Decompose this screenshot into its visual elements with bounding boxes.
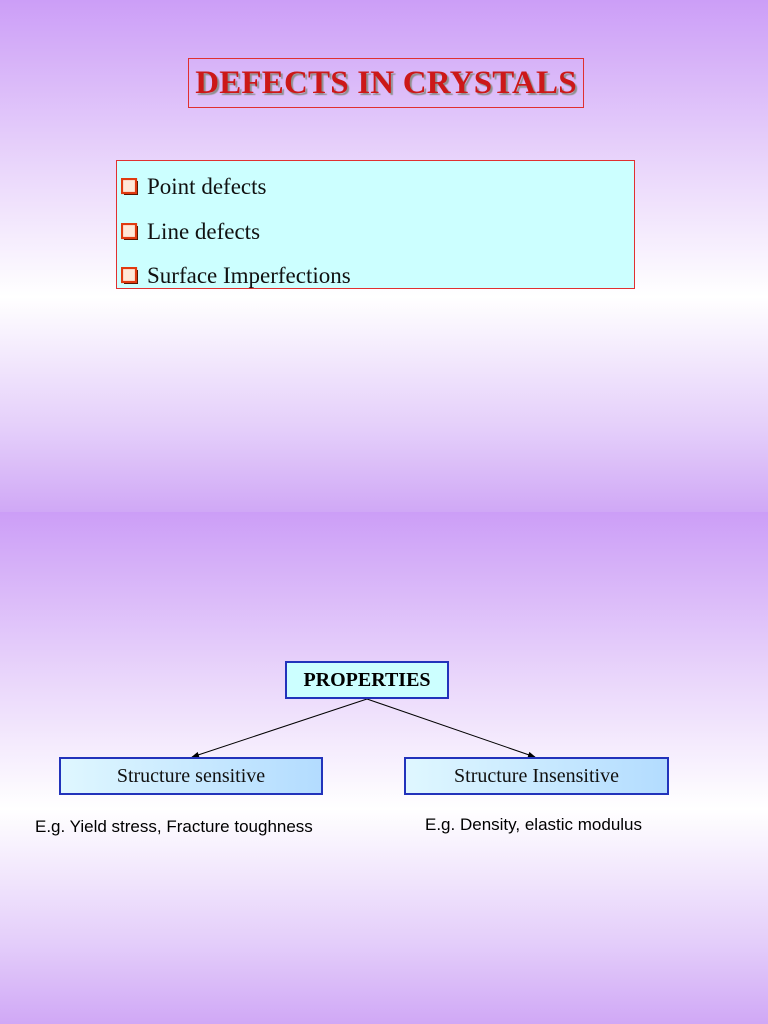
structure-insensitive-example: E.g. Density, elastic modulus — [425, 815, 642, 834]
title-box: DEFECTS IN CRYSTALS — [188, 58, 584, 108]
slide-top: DEFECTS IN CRYSTALS Point defects Line d… — [0, 0, 768, 512]
defect-list: Point defects Line defects Surface Imper… — [116, 160, 635, 289]
properties-node: PROPERTIES — [285, 661, 449, 699]
list-item-label: Line defects — [147, 218, 261, 244]
structure-sensitive-label: Structure sensitive — [116, 764, 266, 787]
properties-label: PROPERTIES — [303, 668, 431, 691]
structure-sensitive-node: Structure sensitive — [59, 757, 323, 795]
page-title: DEFECTS IN CRYSTALS — [195, 64, 577, 101]
list-item: Surface Imperfections — [121, 254, 634, 299]
checkbox-bullet-icon — [121, 220, 147, 244]
checkbox-bullet-icon — [121, 175, 147, 199]
structure-sensitive-example: E.g. Yield stress, Fracture toughness — [35, 817, 313, 836]
structure-insensitive-label: Structure Insensitive — [454, 764, 619, 787]
checkbox-bullet-icon — [121, 264, 147, 288]
list-item-label: Surface Imperfections — [147, 263, 351, 289]
list-item: Line defects — [121, 210, 634, 255]
list-item-label: Point defects — [147, 174, 267, 200]
list-item: Point defects — [121, 165, 634, 210]
structure-insensitive-node: Structure Insensitive — [404, 757, 669, 795]
